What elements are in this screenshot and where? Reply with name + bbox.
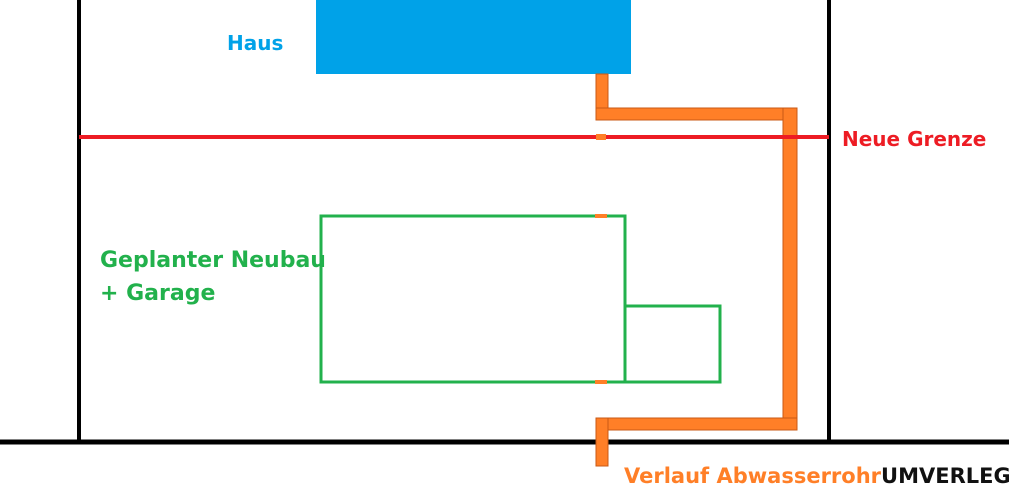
- house-block: [316, 0, 631, 74]
- pipe-top-horizontal: [595, 107, 795, 121]
- pipe-bottom-horizontal: [595, 417, 798, 431]
- pipe-street-drop: [595, 417, 609, 467]
- relocated-text: UMVERLEGT: [881, 464, 1009, 488]
- planned-garage: [623, 304, 722, 384]
- planned-building-label-line2: + Garage: [100, 281, 216, 306]
- new-border-label: Neue Grenze: [842, 127, 987, 151]
- old-pipe-exit-mark: [595, 380, 607, 384]
- pipe-right-vertical: [782, 107, 798, 431]
- planned-building-label-line1: Geplanter Neubau: [100, 248, 326, 273]
- house-label: Haus: [227, 31, 284, 55]
- pipe-route-text: Verlauf Abwasserrohr: [624, 464, 882, 488]
- old-pipe-entry-mark: [595, 214, 607, 218]
- planned-building: [319, 214, 627, 384]
- planned-building-label: Geplanter Neubau + Garage: [100, 244, 326, 310]
- pipe-route-label: Verlauf AbwasserrohrUMVERLEGT: [624, 464, 1009, 488]
- old-pipe-crossing-mark: [596, 134, 606, 140]
